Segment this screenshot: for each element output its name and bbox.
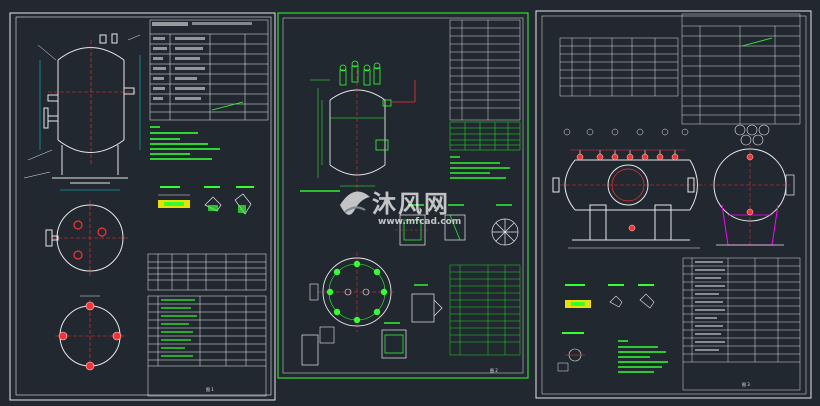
technical-data-table-right [681, 13, 801, 125]
sheet-left-frame [9, 12, 276, 401]
sheet-left-footer: 图 1 [206, 386, 214, 392]
bom-text-marks-left [161, 299, 197, 357]
horizontal-vessel-elevation [552, 159, 705, 249]
sheet-middle: 图 2 [277, 12, 529, 379]
sheet-middle-frame [277, 12, 529, 379]
vessel-dims-middle [310, 79, 375, 187]
support-layout-view [55, 295, 125, 372]
weld-details-left [158, 186, 254, 215]
notes-middle [450, 156, 510, 179]
mfcad-logo-icon [340, 191, 370, 215]
horizontal-vessel-end-view [710, 124, 795, 246]
sheet-right: 图 3 [535, 10, 812, 399]
watermark-main-text: 沐风网 [372, 190, 450, 218]
bill-of-materials-right [682, 257, 801, 391]
sheet-right-footer: 图 3 [742, 381, 750, 387]
table-text-marks-left [153, 37, 205, 100]
nozzle-table-left [147, 253, 267, 291]
technical-notes-left [150, 126, 220, 160]
vessel-nozzles-middle [339, 60, 416, 151]
technical-data-table-left [149, 19, 269, 121]
notes-right [618, 340, 668, 373]
sheet-middle-footer: 图 2 [490, 367, 498, 373]
sheet-left: 图 1 [9, 12, 276, 401]
top-nozzles-right [563, 128, 689, 232]
elevation-dimensions [39, 55, 141, 191]
detail-parts-middle [301, 214, 519, 366]
nozzle-table-right [559, 37, 679, 97]
detail-labels-middle [300, 190, 512, 324]
vertical-vessel-middle [329, 70, 386, 200]
bill-of-materials-left [147, 295, 267, 397]
bom-text-marks-right [695, 261, 725, 351]
vessel-top-view [45, 200, 128, 276]
mfcad-watermark: 沐风网 www.mfcad.com [340, 190, 461, 227]
vertical-vessel-elevation [23, 33, 141, 184]
technical-data-table-middle [449, 19, 521, 121]
weld-details-right [557, 284, 655, 372]
vessel-top-view-middle [309, 252, 396, 344]
watermark-url-text: www.mfcad.com [378, 217, 461, 227]
green-spec-table-middle [449, 121, 521, 151]
sheet-right-frame [535, 10, 812, 399]
bill-of-materials-middle [449, 264, 521, 356]
